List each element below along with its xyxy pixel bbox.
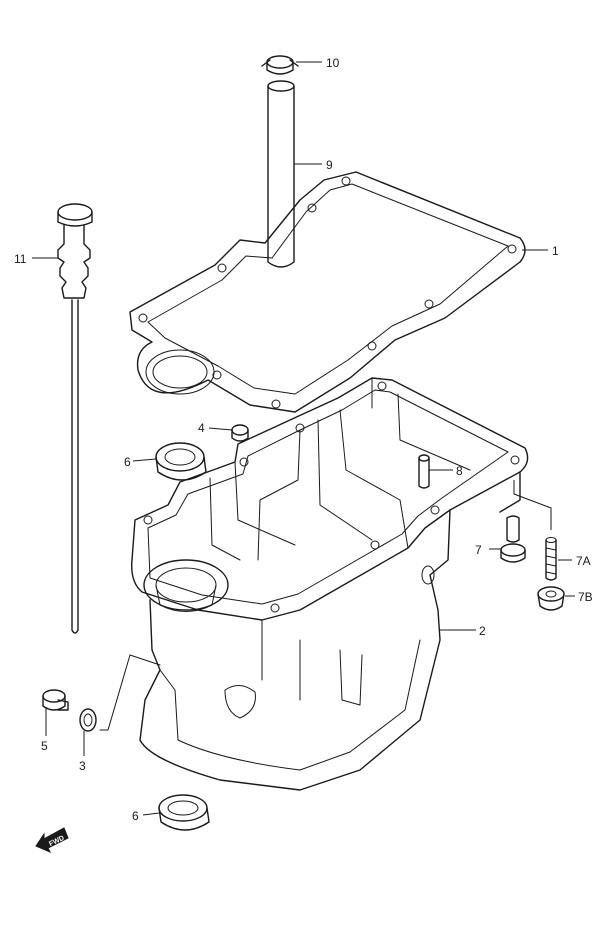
callout-6-upper: 6 (124, 455, 131, 469)
part-7a-stud[interactable] (545, 537, 557, 581)
part-10-hose-clamp[interactable] (261, 55, 299, 75)
callout-7: 7 (475, 543, 482, 557)
callout-11: 11 (14, 252, 27, 266)
callout-labels: 10 9 1 11 4 6 8 2 7 7A 7B 5 3 6 (14, 56, 593, 823)
callout-1: 1 (552, 244, 559, 258)
callout-8: 8 (456, 464, 463, 478)
part-7b-nut[interactable] (537, 586, 565, 611)
part-6-oil-seal-lower[interactable] (158, 794, 210, 831)
callout-7b: 7B (578, 590, 593, 604)
callout-4: 4 (198, 421, 205, 435)
callout-7a: 7A (576, 554, 591, 568)
callout-6-lower: 6 (132, 809, 139, 823)
part-11-dipstick[interactable] (57, 203, 93, 634)
callout-2: 2 (479, 624, 486, 638)
callout-9: 9 (326, 158, 333, 172)
callout-10: 10 (326, 56, 340, 70)
part-8-dowel-pin[interactable] (418, 454, 430, 489)
part-9-pipe[interactable] (267, 80, 295, 268)
callout-3: 3 (79, 759, 86, 773)
part-3-washer[interactable] (79, 708, 97, 732)
part-6-oil-seal-upper[interactable] (155, 442, 207, 481)
fwd-arrow-icon: FWD (35, 827, 69, 853)
part-7-bolt[interactable] (500, 515, 526, 563)
part-2-oil-pan[interactable] (99, 377, 529, 791)
part-5-drain-plug[interactable] (42, 689, 69, 711)
part-4-plug[interactable] (231, 424, 249, 442)
leader-lines (32, 61, 575, 816)
part-1-gasket[interactable] (129, 171, 526, 413)
callout-5: 5 (41, 739, 48, 753)
